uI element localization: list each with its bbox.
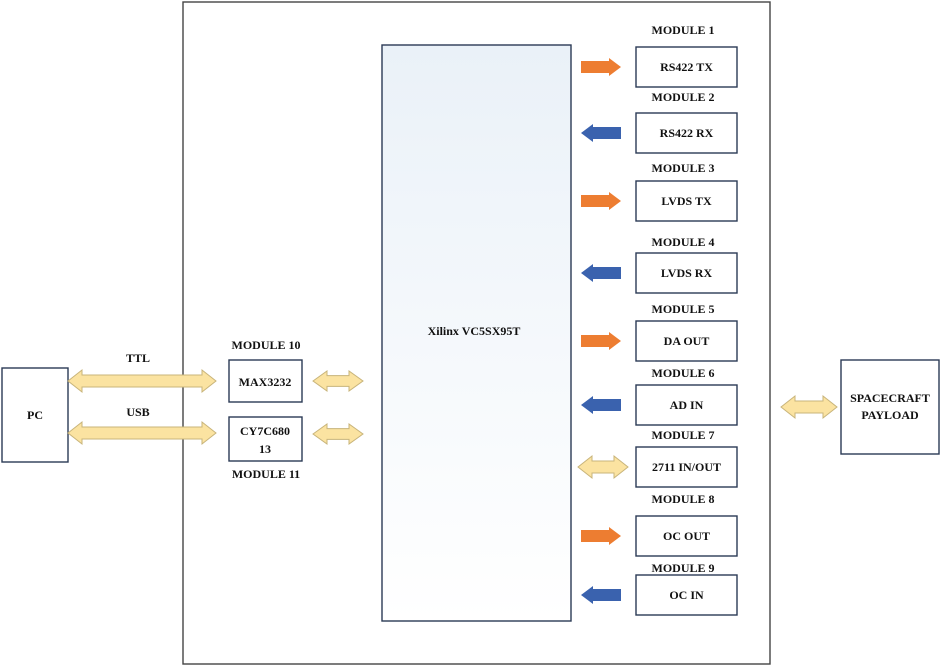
module-7-label: MODULE 7	[652, 428, 715, 442]
module-1-output-arrow	[581, 58, 621, 76]
module-5-group: MODULE 5 DA OUT	[581, 302, 738, 362]
module-2-box-label: RS422 RX	[660, 126, 714, 140]
ttl-label: TTL	[126, 351, 150, 365]
module-3-output-arrow	[581, 192, 621, 210]
module-4-input-arrow	[581, 264, 621, 282]
module-5-box	[635, 320, 738, 362]
usb-label: USB	[126, 405, 149, 419]
spacecraft-payload-block: SPACECRAFT PAYLOAD	[840, 359, 940, 455]
module-9-label: MODULE 9	[652, 561, 715, 575]
payload-label-line1: SPACECRAFT	[850, 391, 930, 405]
fpga-block	[381, 44, 572, 622]
module-2-box	[635, 112, 738, 154]
module-11-label: MODULE 11	[232, 467, 300, 481]
module-2-group: MODULE 2 RS422 RX	[581, 90, 738, 154]
module-4-group: MODULE 4 LVDS RX	[581, 235, 738, 294]
pc-block: PC	[1, 367, 69, 463]
module-6-box	[635, 384, 738, 426]
module-5-label: MODULE 5	[652, 302, 715, 316]
max3232-box	[228, 359, 303, 403]
module-7-group: MODULE 7 2711 IN/OUT	[577, 428, 738, 488]
module-3-group: MODULE 3 LVDS TX	[581, 161, 738, 222]
module-3-label: MODULE 3	[652, 161, 715, 175]
module-9-group: MODULE 9 OC IN	[581, 561, 738, 616]
module-8-group: MODULE 8 OC OUT	[581, 492, 738, 557]
module-1-group: MODULE 1 RS422 TX	[581, 23, 738, 88]
fpga-label: Xilinx VC5SX95T	[428, 324, 521, 338]
module-7-bidirectional-arrow	[577, 454, 629, 480]
module-4-label: MODULE 4	[652, 235, 715, 249]
max3232-label: MAX3232	[239, 375, 292, 389]
usb-bidirectional-arrow	[67, 420, 217, 446]
cy7c68013-label-line1: CY7C680	[240, 424, 290, 438]
module-1-label: MODULE 1	[652, 23, 715, 37]
module-1-box-label: RS422 TX	[660, 60, 713, 74]
module-7-box-label: 2711 IN/OUT	[652, 460, 721, 474]
module-3-box	[635, 180, 738, 222]
ttl-bidirectional-arrow	[67, 368, 217, 394]
module-7-box	[635, 446, 738, 488]
module-8-label: MODULE 8	[652, 492, 715, 506]
module-6-label: MODULE 6	[652, 366, 715, 380]
payload-bidirectional-arrow	[780, 394, 838, 420]
module-6-group: MODULE 6 AD IN	[581, 366, 738, 426]
cy7c68013-label-line2: 13	[259, 442, 271, 456]
module-5-output-arrow	[581, 332, 621, 350]
module-2-input-arrow	[581, 124, 621, 142]
module-4-box-label: LVDS RX	[661, 266, 713, 280]
cy7c68013-box	[228, 416, 303, 462]
right-module-stack: MODULE 1 RS422 TX MODULE 2 RS422 RX MODULE 3…	[577, 23, 738, 616]
module-6-box-label: AD IN	[670, 398, 704, 412]
payload-label-line2: PAYLOAD	[861, 408, 919, 422]
max3232-fpga-arrow	[312, 370, 364, 392]
module-1-box	[635, 46, 738, 88]
module-10-label: MODULE 10	[232, 338, 301, 352]
module-8-box-label: OC OUT	[663, 529, 710, 543]
module-6-input-arrow	[581, 396, 621, 414]
module-9-box-label: OC IN	[669, 588, 704, 602]
module-4-box	[635, 252, 738, 294]
module-9-input-arrow	[581, 586, 621, 604]
module-3-box-label: LVDS TX	[661, 194, 712, 208]
module-2-label: MODULE 2	[652, 90, 715, 104]
module-9-box	[635, 574, 738, 616]
module-8-box	[635, 515, 738, 557]
pc-label: PC	[27, 408, 43, 422]
module-5-box-label: DA OUT	[664, 334, 710, 348]
module-8-output-arrow	[581, 527, 621, 545]
cy7c68013-fpga-arrow	[312, 423, 364, 445]
